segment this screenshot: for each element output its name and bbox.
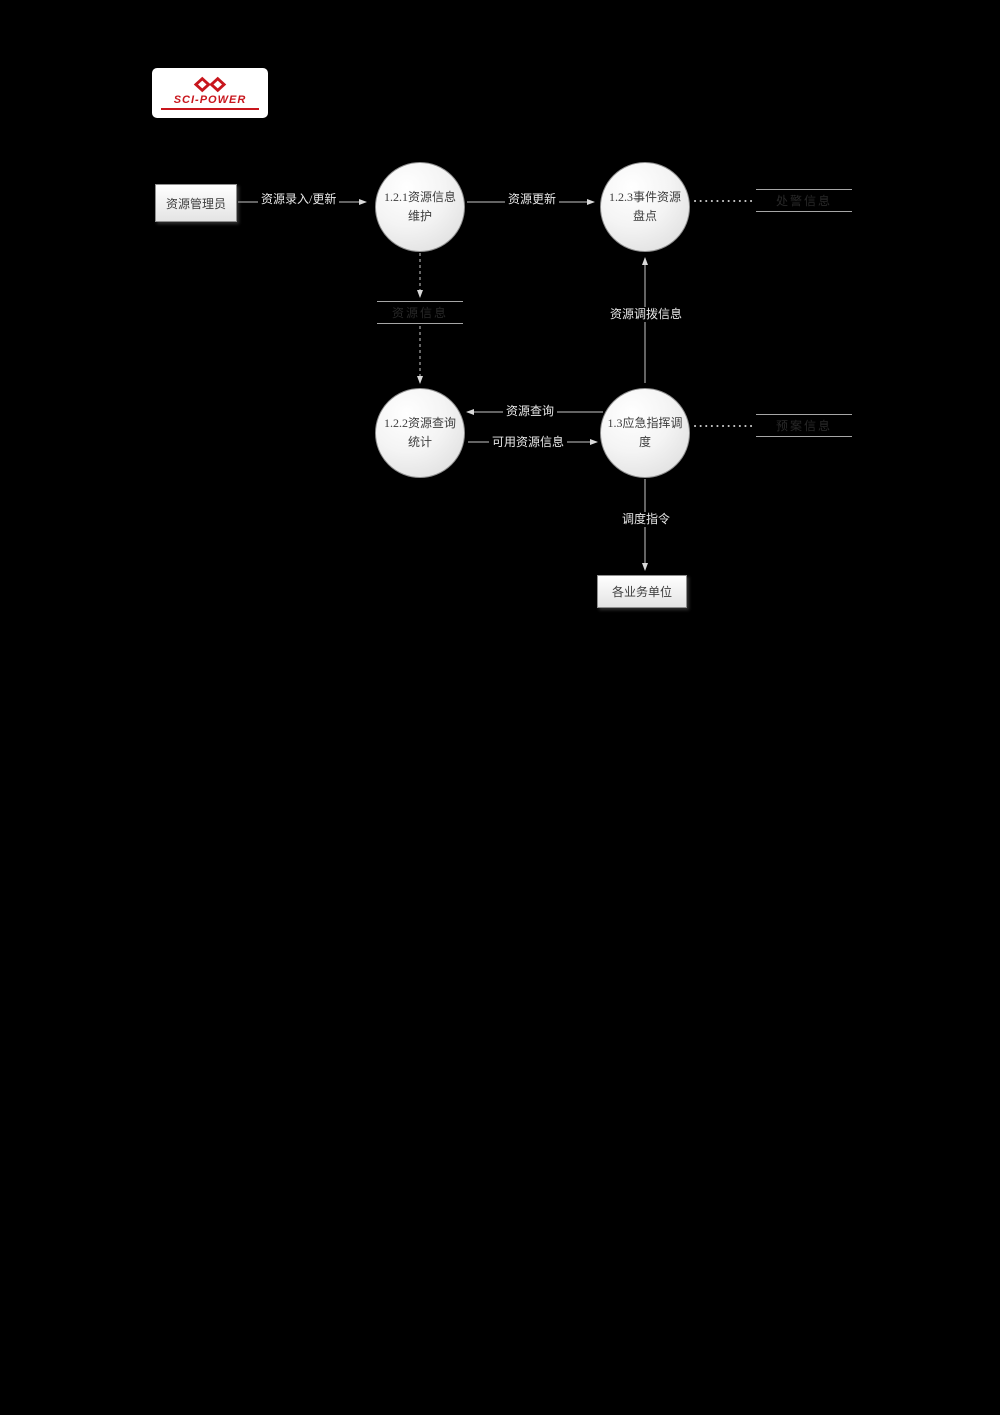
sci-power-logo-icon — [193, 76, 227, 93]
process-label: 1.2.3事件资源盘点 — [608, 190, 681, 223]
entity-label: 各业务单位 — [611, 585, 672, 599]
datastore-resource-info: 资源信息 — [377, 301, 463, 324]
external-entity-resource-manager: 资源管理员 — [155, 184, 237, 222]
datastore-plan-info: 预案信息 — [756, 414, 852, 437]
brand-underline — [161, 108, 259, 110]
process-resource-query-statistics: 1.2.2资源查询统计 — [375, 388, 465, 478]
flow-label-resource-allocation-info: 资源调拨信息 — [607, 307, 686, 322]
process-label: 1.3应急指挥调度 — [607, 416, 683, 449]
entity-label: 资源管理员 — [165, 196, 226, 211]
process-event-resource-inventory: 1.2.3事件资源盘点 — [600, 162, 690, 252]
process-label: 1.2.1资源信息维护 — [383, 190, 456, 223]
brand-name: SCI-POWER — [173, 94, 247, 106]
external-entity-business-units: 各业务单位 — [597, 575, 687, 608]
process-emergency-command-dispatch: 1.3应急指挥调度 — [600, 388, 690, 478]
flow-label-available-resource-info: 可用资源信息 — [489, 435, 568, 450]
datastore-alarm-info: 处警信息 — [756, 189, 852, 212]
datastore-label: 资源信息 — [391, 306, 448, 320]
flow-label-resource-update: 资源更新 — [505, 192, 560, 207]
process-label: 1.2.2资源查询统计 — [383, 416, 456, 449]
flow-label-resource-entry-update: 资源录入/更新 — [258, 192, 340, 207]
datastore-label: 处警信息 — [775, 194, 832, 208]
brand-logo: SCI-POWER — [152, 68, 268, 118]
flow-label-dispatch-command: 调度指令 — [619, 512, 674, 527]
process-resource-info-maintenance: 1.2.1资源信息维护 — [375, 162, 465, 252]
flow-label-resource-query: 资源查询 — [503, 404, 558, 419]
datastore-label: 预案信息 — [775, 419, 832, 433]
